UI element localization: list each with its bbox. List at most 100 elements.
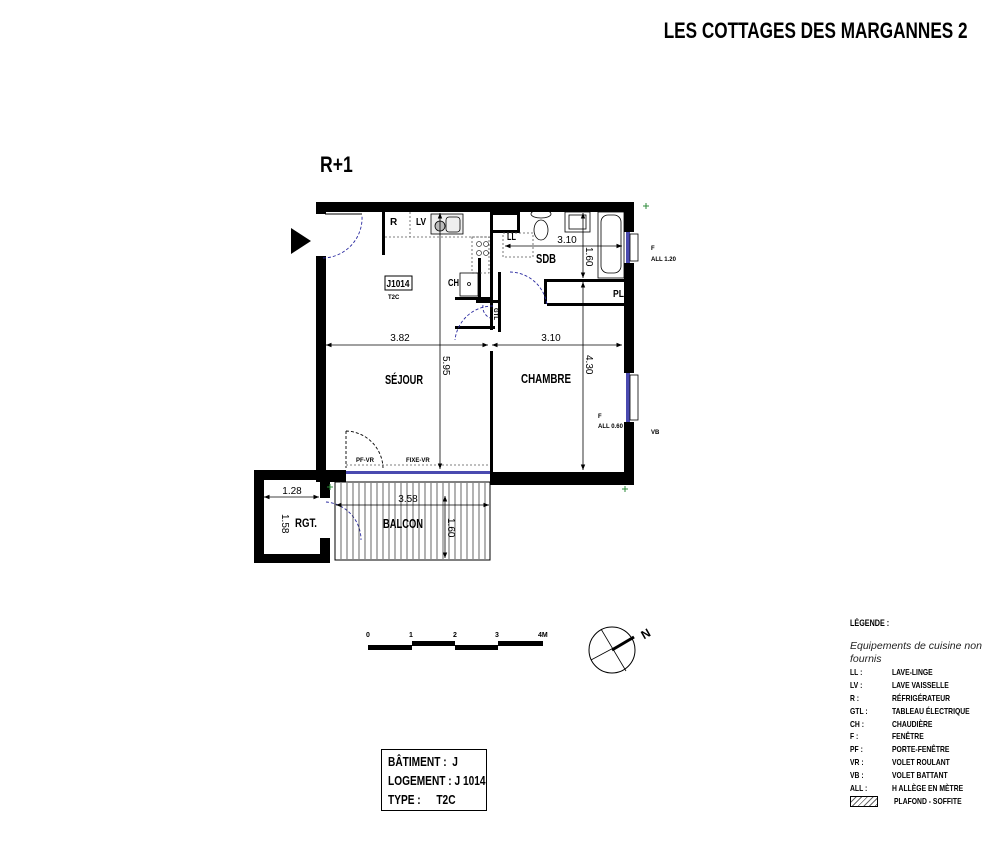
legend: LÉGENDE : Equipements de cuisine non fou… <box>850 618 990 808</box>
legend-item: F : FENÊTRE <box>850 730 990 743</box>
dim-chambre-depth: 4.30 <box>583 355 594 375</box>
room-label-rgt: RGT. <box>295 516 317 530</box>
outer-walls <box>254 202 634 563</box>
logement-label: LOGEMENT : <box>388 773 452 788</box>
balcony-slab <box>334 481 491 561</box>
legend-item: PF : PORTE-FENÊTRE <box>850 743 990 756</box>
legend-desc: H ALLÈGE EN MÈTRE <box>892 783 964 794</box>
unit-tag: J1014 <box>387 279 410 290</box>
label-porte-fenetre: PF-VR <box>356 458 375 464</box>
scale-tick: 0 <box>366 632 370 639</box>
hatch-swatch-icon <box>850 795 878 807</box>
room-label-balcon: BALCON <box>383 516 423 531</box>
legend-item: VB : VOLET BATTANT <box>850 769 990 782</box>
scale-tick: 3 <box>495 632 499 639</box>
bathtub-icon <box>597 211 625 279</box>
room-label-sdb: SDB <box>536 251 556 266</box>
legend-desc: RÉFRIGÉRATEUR <box>892 692 951 703</box>
legend-item: LV : LAVE VAISSELLE <box>850 679 990 692</box>
kitchen-counter <box>385 212 490 274</box>
legend-desc: PORTE-FENÊTRE <box>892 744 950 755</box>
type-value: T2C <box>436 792 456 807</box>
equip-ch: CH <box>448 278 459 289</box>
dim-sdb-depth: 1.60 <box>583 247 594 267</box>
window-allege-chambre: ALL 0.60 <box>598 424 624 430</box>
legend-item: CH : CHAUDIÈRE <box>850 718 990 731</box>
legend-item: LL : LAVE-LINGE <box>850 666 990 679</box>
window-label-chambre: F <box>598 414 602 420</box>
type-label: TYPE : <box>388 792 421 807</box>
legend-item: ALL : H ALLÈGE EN MÈTRE <box>850 782 990 795</box>
room-label-sejour: SÉJOUR <box>385 372 423 387</box>
dim-balcon-depth: 1.60 <box>445 518 456 538</box>
legend-key: GTL : <box>850 705 868 716</box>
legend-desc: LAVE-LINGE <box>892 667 933 677</box>
equip-gtl: GTL <box>492 308 498 320</box>
equip-lv: LV <box>416 217 426 228</box>
dim-sejour-depth: 5.95 <box>440 356 451 376</box>
legend-desc: PLAFOND - SOFFITE <box>894 795 962 806</box>
washbasin-icon <box>564 211 591 233</box>
north-label: N <box>639 626 654 642</box>
windows <box>346 232 639 474</box>
unit-type-tag: T2C <box>388 295 400 301</box>
project-title: LES COTTAGES DES MARGANNES 2 <box>664 18 968 43</box>
sink-icon <box>430 213 464 235</box>
logement-value: J 1014 <box>454 773 486 788</box>
scale-bar <box>368 641 543 650</box>
dim-sdb-width: 3.10 <box>557 235 577 246</box>
window-label-sdb: F <box>651 246 655 252</box>
entrance-arrow-icon <box>291 228 311 254</box>
legend-key: LV : <box>850 679 863 690</box>
equip-r: R <box>390 217 398 228</box>
dim-rgt-width: 1.28 <box>282 486 302 497</box>
legend-title: LÉGENDE : <box>850 618 890 628</box>
legend-desc: VOLET BATTANT <box>892 770 948 781</box>
legend-key: ALL : <box>850 783 868 794</box>
dimension-lines <box>264 213 622 558</box>
legend-desc: CHAUDIÈRE <box>892 718 933 729</box>
floor-level: R+1 <box>320 152 353 177</box>
scale-tick: 1 <box>409 632 413 639</box>
legend-item: R : RÉFRIGÉRATEUR <box>850 692 990 705</box>
cooktop-icon <box>476 241 489 256</box>
legend-item: VR : VOLET ROULANT <box>850 756 990 769</box>
scale-ticks: 0 1 2 3 4M <box>366 632 548 639</box>
window-allege-sdb: ALL 1.20 <box>651 257 677 263</box>
legend-desc: TABLEAU ÉLECTRIQUE <box>892 705 970 716</box>
legend-item-hatch: PLAFOND - SOFFITE <box>850 795 990 808</box>
dim-chambre-width: 3.10 <box>541 333 561 344</box>
interior-walls <box>382 212 625 472</box>
legend-desc: LAVE VAISSELLE <box>892 679 949 690</box>
north-compass-icon: N <box>588 626 654 674</box>
legend-desc: FENÊTRE <box>892 731 924 742</box>
boiler-icon <box>459 272 479 297</box>
batiment-value: J <box>452 754 458 769</box>
batiment-label: BÂTIMENT : <box>388 754 447 769</box>
door-swings <box>322 213 548 541</box>
legend-key: LL : <box>850 667 863 677</box>
legend-desc: VOLET ROULANT <box>892 757 950 768</box>
legend-key: VR : <box>850 757 864 768</box>
legend-note: Equipements de cuisine non fournis <box>850 640 982 665</box>
label-fixe: FIXE-VR <box>406 458 430 464</box>
shutter-label-chambre: VB <box>651 430 660 436</box>
legend-key: R : <box>850 692 860 703</box>
dim-balcon-width: 3.58 <box>398 494 418 505</box>
dim-sejour-width: 3.82 <box>390 333 410 344</box>
dim-rgt-depth: 1.58 <box>279 514 290 534</box>
equip-pl: PL <box>613 289 624 300</box>
legend-item: GTL : TABLEAU ÉLECTRIQUE <box>850 705 990 718</box>
toilet-icon <box>530 209 552 241</box>
unit-tag-box <box>384 275 413 291</box>
legend-key: PF : <box>850 744 863 755</box>
corner-markers <box>327 203 649 492</box>
legend-key: VB : <box>850 770 864 781</box>
scale-tick: 4M <box>538 632 548 639</box>
legend-key: F : <box>850 731 859 742</box>
equip-ll: LL <box>507 232 516 243</box>
legend-key: CH : <box>850 718 864 729</box>
unit-info-box: BÂTIMENT : J LOGEMENT : J 1014 TYPE : T2C <box>381 749 487 811</box>
room-label-chambre: CHAMBRE <box>521 371 571 386</box>
